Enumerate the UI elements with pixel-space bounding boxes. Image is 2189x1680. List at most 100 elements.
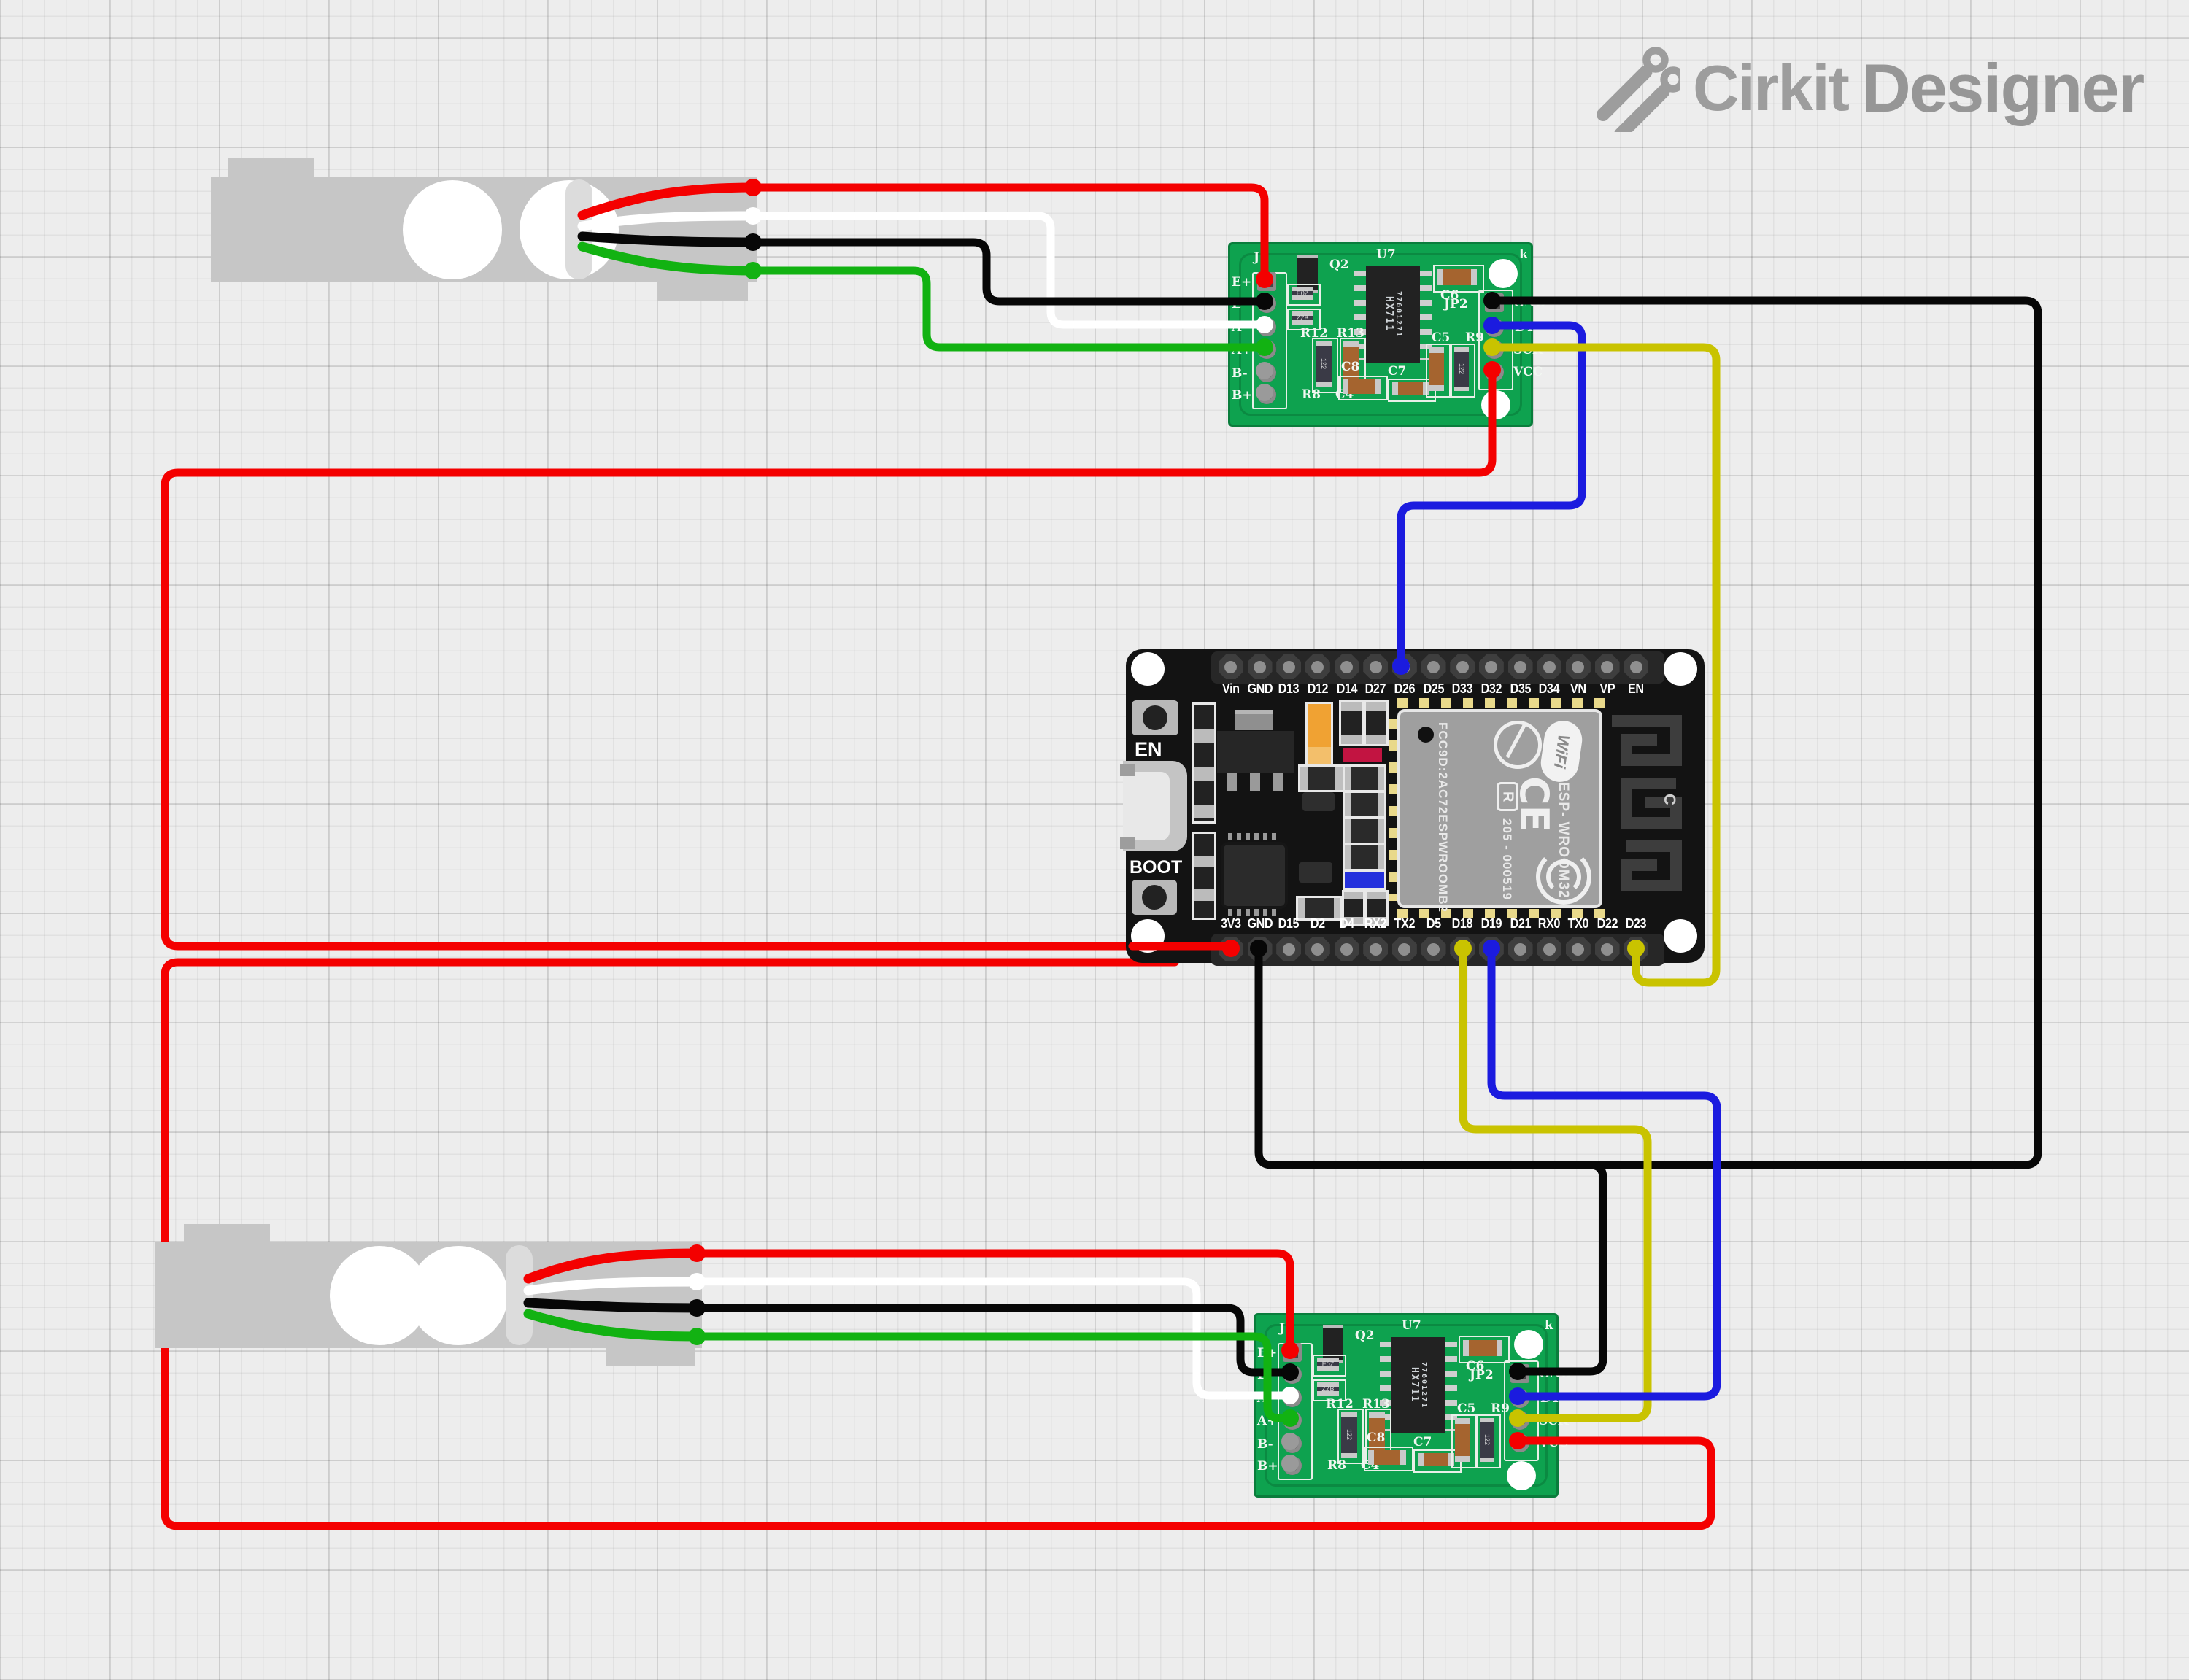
chip-122: 122 [1316,341,1332,387]
pin-d18[interactable]: D18 [1452,916,1473,931]
pad-b-plus[interactable] [1257,385,1276,404]
pad-a-plus[interactable] [1257,340,1276,359]
silk-jp2: JP2 [1444,297,1468,311]
chip-marking2: 77601271 [1420,1361,1428,1409]
pad-gnd[interactable] [1485,293,1504,312]
load-cell-1-mount-tab [228,158,314,178]
en-button[interactable] [1132,700,1178,735]
pin-tx2[interactable]: TX2 [1394,916,1416,931]
pin-label-dt: DT [1540,1391,1561,1406]
hx711-board-2[interactable]: J1 Q2 U7 k E+ E- A- A+ B- B+ HX711 77601… [1254,1313,1572,1498]
pin-gnd-top[interactable]: GND [1247,681,1273,696]
pin-en[interactable]: EN [1628,681,1645,696]
silk-jp2: JP2 [1470,1368,1494,1382]
pad-b-minus[interactable] [1283,1434,1302,1453]
pin-label-dt: DT [1515,320,1535,335]
cirkit-logo-icon [1597,46,1680,132]
pad-b-plus[interactable] [1283,1456,1302,1475]
silk-u7: U7 [1376,247,1396,262]
pad-sck[interactable] [1510,1411,1529,1430]
pin-d32[interactable]: D32 [1480,681,1502,696]
wire-lc2-white-to-aminus[interactable] [692,1277,1294,1400]
wire-lc1-black-to-eminus[interactable] [749,238,1269,306]
pad-e-minus[interactable] [1283,1365,1302,1384]
antenna-area: C [1606,713,1701,912]
pad-e-plus[interactable] [1283,1343,1302,1362]
top-pin-labels: Vin GND D13 D12 D14 D27 D26 D25 D33 D32 D35 D34 VN VP… [1216,681,1651,697]
pin-rx2[interactable]: RX2 [1364,916,1387,931]
pin-d21[interactable]: D21 [1510,916,1531,931]
c6-outline [1433,265,1484,293]
pin-3v3[interactable]: 3V3 [1221,916,1241,931]
pad-b-minus[interactable] [1257,363,1276,382]
transistor [1302,792,1335,811]
wire-lc2-black-to-eminus[interactable] [692,1304,1294,1377]
pin-d2[interactable]: D2 [1310,916,1325,931]
resistor-array [1192,702,1216,824]
pin-d35[interactable]: D35 [1510,681,1531,696]
r9-chip: 122 [1480,1418,1494,1462]
pin-vin[interactable]: Vin [1222,681,1240,696]
pin-label-gnd: GND [1513,295,1546,310]
pad-dt[interactable] [1485,318,1504,337]
usb-tab [1120,764,1135,776]
pad-vcc[interactable] [1510,1433,1529,1452]
pad-a-minus[interactable] [1257,317,1276,336]
mount-hole [1131,652,1165,686]
u7-hx711-chip: HX711 77601271 [1391,1337,1445,1433]
smd [1339,700,1364,746]
pin-d13[interactable]: D13 [1278,681,1300,696]
pin-rx0[interactable]: RX0 [1538,916,1561,931]
pin-gnd-bottom[interactable]: GND [1247,916,1273,931]
pin-tx0[interactable]: TX0 [1567,916,1589,931]
mount-hole [1664,652,1697,686]
load-cell-1-mount-tab [657,281,748,301]
silk-c7: C7 [1413,1435,1432,1449]
pin-vp[interactable]: VP [1599,681,1615,696]
pin-label-b-plus: B+ [1257,1459,1278,1474]
pad-gnd[interactable] [1510,1364,1529,1383]
wire-lc2-red-to-eplus[interactable] [692,1249,1294,1355]
pad-a-minus[interactable] [1283,1388,1302,1407]
pin-d5[interactable]: D5 [1426,916,1441,931]
silk-r13: R13 [1362,1397,1390,1412]
pad-e-minus[interactable] [1257,294,1276,313]
pad-e-plus[interactable] [1257,272,1276,291]
pin-d26[interactable]: D26 [1394,681,1416,696]
hx711-board-1[interactable]: J1 Q2 U7 k E+ E- A- A+ B- B+ HX711 77601… [1228,242,1546,427]
mount-hole [1489,259,1518,288]
mount-hole [1481,390,1510,419]
silk-c5: C5 [1457,1401,1476,1416]
wire-lc1-white-to-aminus[interactable] [749,212,1269,329]
pin-d12[interactable]: D12 [1307,681,1329,696]
pin-d33[interactable]: D33 [1452,681,1473,696]
wire-lc1-green-to-aplus[interactable] [749,266,1269,352]
pin-d19[interactable]: D19 [1480,916,1502,931]
pin-d23[interactable]: D23 [1626,916,1647,931]
pad-vcc[interactable] [1485,363,1504,382]
smd-frame [1298,764,1345,792]
pin-label-a-plus: A+ [1232,343,1252,357]
pin-d4[interactable]: D4 [1339,916,1354,931]
pad-a-plus[interactable] [1283,1411,1302,1430]
c8-outline [1364,1447,1413,1471]
wire-lc2-green-to-aplus[interactable] [692,1332,1294,1422]
wire-lc1-red-to-eplus[interactable] [749,183,1269,284]
r-outline [1337,1409,1364,1464]
pin-d34[interactable]: D34 [1539,681,1560,696]
boot-button[interactable] [1132,880,1177,915]
pad-dt[interactable] [1510,1389,1529,1408]
pad-sck[interactable] [1485,340,1504,359]
pin-label-a-minus: A- [1257,1391,1273,1406]
silk-q2: Q2 [1355,1328,1375,1343]
pin-d14[interactable]: D14 [1336,681,1357,696]
pin-d27[interactable]: D27 [1364,681,1386,696]
pin-d25[interactable]: D25 [1423,681,1444,696]
logo-text-designer: Designer [1861,49,2144,126]
pin-d15[interactable]: D15 [1278,916,1300,931]
pin-vn[interactable]: VN [1570,681,1586,696]
pin-d22[interactable]: D22 [1597,916,1618,931]
silk-j1: J1 [1254,250,1268,265]
silk-k: k [1545,1318,1553,1333]
